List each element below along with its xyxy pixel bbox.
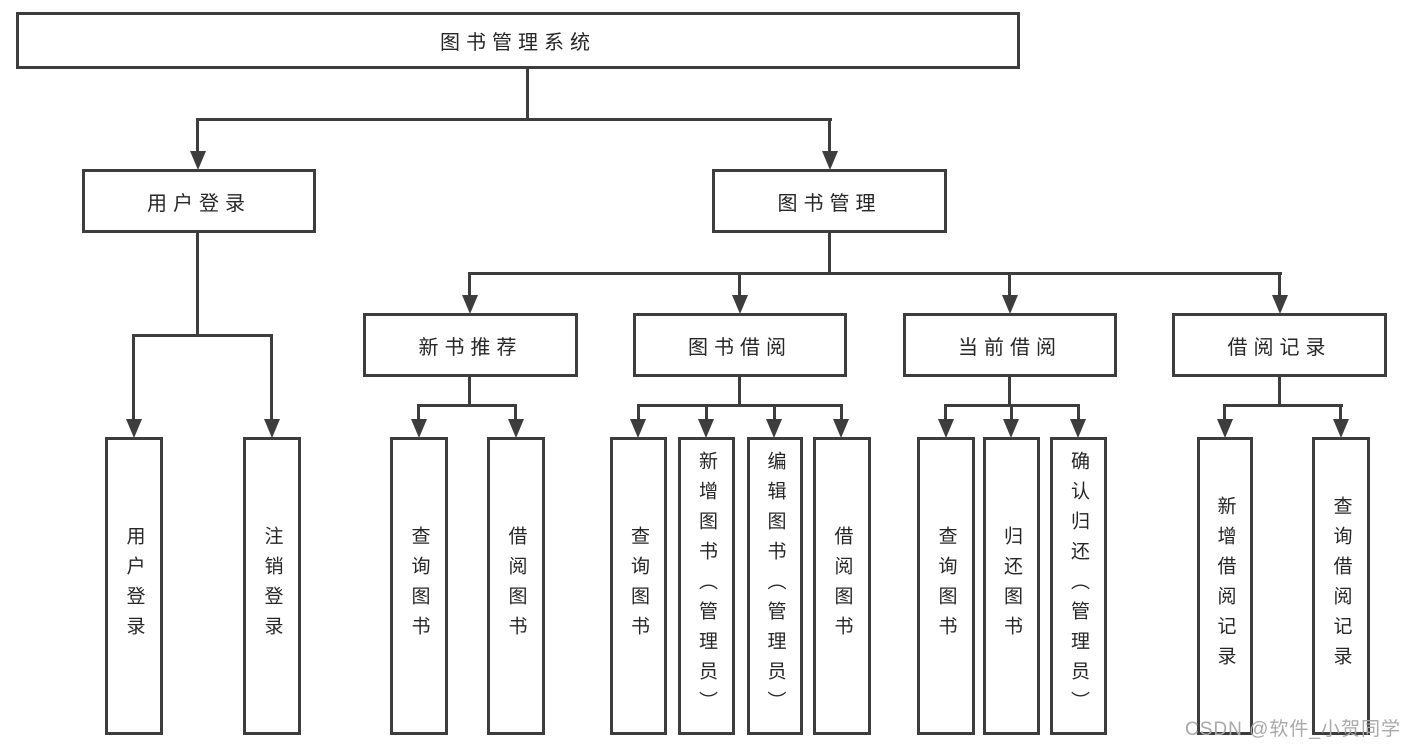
node-label: 用户登录 (123, 526, 145, 646)
node-borrow-records: 借阅记录 (1172, 313, 1387, 377)
node-label: 查询借阅记录 (1330, 496, 1352, 676)
leaf-query-books-current: 查询图书 (917, 437, 975, 735)
arrow-down-icon (833, 419, 849, 438)
connector-root-span (196, 118, 832, 121)
node-label: 当前借阅 (958, 336, 1062, 359)
arrow-down-icon (264, 419, 280, 438)
connector-leaf (1077, 404, 1080, 421)
arrow-down-icon (1003, 419, 1019, 438)
leaf-borrow-books-recommend: 借阅图书 (487, 437, 545, 735)
arrow-down-icon (822, 151, 838, 170)
connector-leaf (637, 404, 640, 421)
connector-to-borrow-records (1278, 272, 1281, 297)
leaf-logout: 注销登录 (243, 437, 301, 735)
node-label: 查询图书 (628, 526, 649, 646)
connector-to-new-book (468, 272, 471, 297)
connector-to-leaf-user-login (132, 334, 135, 419)
csdn-watermark: CSDN @软件_小贺同学 (1185, 719, 1401, 740)
leaf-edit-books-admin: 编辑图书（管理员） (747, 437, 803, 735)
connector-to-user-login (196, 118, 199, 151)
connector-leaf (1339, 404, 1342, 421)
node-label: 注销登录 (261, 526, 283, 646)
leaf-add-books-admin: 新增图书（管理员） (678, 437, 735, 735)
node-label: 图书借阅 (688, 336, 792, 359)
node-label: 归还图书 (1001, 526, 1022, 646)
connector-book-mgmt-trunk (828, 233, 831, 274)
arrow-down-icon (698, 419, 714, 438)
connector-to-book-borrow (738, 272, 741, 297)
node-book-management: 图书管理 (712, 169, 947, 233)
node-label: 编辑图书（管理员） (764, 451, 786, 721)
node-user-login: 用户登录 (82, 169, 316, 233)
connector-leaf (1223, 404, 1226, 421)
arrow-down-icon (732, 295, 748, 314)
arrow-down-icon (1333, 419, 1349, 438)
leaf-query-borrow-record: 查询借阅记录 (1312, 437, 1370, 735)
leaf-query-books-borrow: 查询图书 (610, 437, 667, 735)
connector-leaf (1010, 404, 1013, 421)
node-label: 借阅记录 (1227, 336, 1332, 359)
node-label: 用户登录 (147, 192, 251, 215)
arrow-down-icon (938, 419, 954, 438)
node-label: 查询图书 (408, 526, 430, 646)
node-label: 借阅图书 (505, 526, 527, 646)
arrow-down-icon (1070, 419, 1086, 438)
node-label: 新书推荐 (418, 336, 523, 359)
connector-book-borrow-span (637, 404, 843, 407)
connector-to-current-borrow (1008, 272, 1011, 297)
leaf-borrow-books: 借阅图书 (813, 437, 871, 735)
connector-leaf (944, 404, 947, 421)
arrow-down-icon (126, 419, 142, 438)
connector-user-login-span (132, 334, 273, 337)
connector-leaf (514, 404, 517, 421)
leaf-return-books: 归还图书 (983, 437, 1040, 735)
arrow-down-icon (1272, 295, 1288, 314)
connector-to-leaf-logout (270, 334, 273, 419)
node-book-borrow: 图书借阅 (633, 313, 847, 377)
arrow-down-icon (630, 419, 646, 438)
leaf-confirm-return-admin: 确认归还（管理员） (1050, 437, 1107, 735)
arrow-down-icon (766, 419, 782, 438)
node-label: 确认归还（管理员） (1068, 451, 1089, 721)
leaf-add-borrow-record: 新增借阅记录 (1197, 437, 1253, 735)
connector-to-book-management (828, 118, 831, 151)
connector-user-login-trunk (196, 233, 199, 336)
connector-leaf (705, 404, 708, 421)
arrow-down-icon (508, 419, 524, 438)
arrow-down-icon (1217, 419, 1233, 438)
node-label: 借阅图书 (831, 526, 853, 646)
node-label: 新增图书（管理员） (696, 451, 717, 721)
connector-leaf (773, 404, 776, 421)
arrow-down-icon (1002, 295, 1018, 314)
arrow-down-icon (411, 419, 427, 438)
node-new-book-recommend: 新书推荐 (363, 313, 578, 377)
arrow-down-icon (462, 295, 478, 314)
node-label: 图书管理 (777, 192, 882, 215)
node-label: 图书管理系统 (440, 32, 596, 54)
connector-book-mgmt-span (468, 272, 1282, 275)
node-label: 查询图书 (935, 526, 957, 646)
connector-book-borrow-trunk (738, 377, 741, 406)
connector-new-book-span (417, 404, 517, 407)
node-label: 新增借阅记录 (1214, 496, 1236, 676)
connector-new-book-trunk (468, 377, 471, 406)
connector-leaf (840, 404, 843, 421)
connector-leaf (417, 404, 420, 421)
connector-borrow-records-trunk (1278, 377, 1281, 406)
leaf-query-books-recommend: 查询图书 (390, 437, 448, 735)
connector-current-borrow-trunk (1008, 377, 1011, 406)
node-root: 图书管理系统 (16, 12, 1020, 69)
connector-root-trunk (526, 69, 529, 120)
connector-borrow-records-span (1223, 404, 1343, 407)
arrow-down-icon (190, 151, 206, 170)
node-current-borrow: 当前借阅 (903, 313, 1117, 377)
leaf-user-login: 用户登录 (105, 437, 163, 735)
